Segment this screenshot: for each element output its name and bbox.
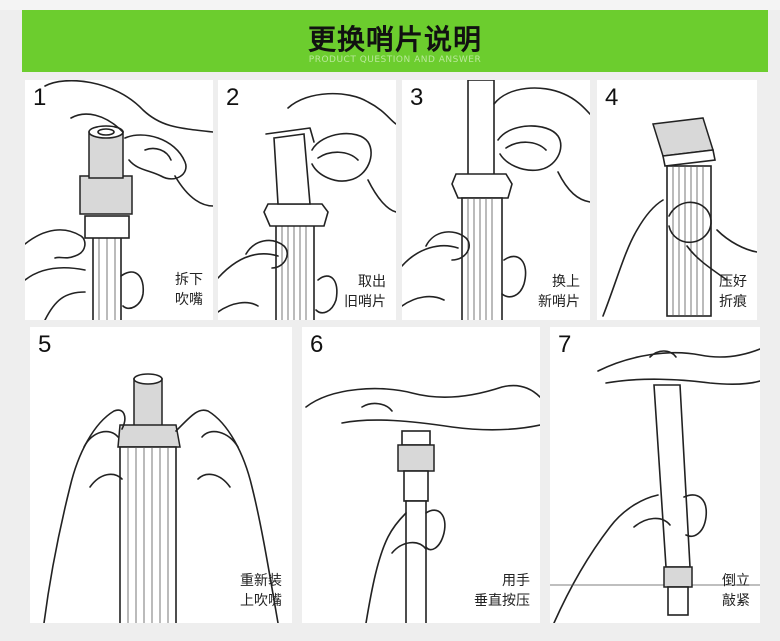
step-caption: 用手 垂直按压 [474, 573, 530, 609]
step-caption: 倒立 敲紧 [722, 573, 750, 609]
step-7-illustration [550, 348, 760, 623]
step-number: 2 [226, 84, 240, 111]
step-panel-2: 2 取出 旧哨片 [218, 80, 396, 320]
step-caption: 重新装 上吹嘴 [240, 573, 282, 609]
header-banner: 更换哨片说明 PRODUCT QUESTION AND ANSWER [22, 10, 768, 72]
step-panel-4: 4 压好 折痕 [597, 80, 757, 320]
step-panel-1: 1 拆下 吹嘴 [25, 80, 213, 320]
step-caption: 拆下 吹嘴 [175, 272, 203, 308]
step-number: 3 [410, 84, 424, 111]
step-3-illustration [402, 80, 590, 320]
step-1-illustration [25, 80, 213, 320]
step-number: 4 [605, 84, 619, 111]
step-5-illustration [43, 373, 279, 623]
step-number: 1 [33, 84, 47, 111]
step-number: 5 [38, 331, 52, 358]
page-subtitle: PRODUCT QUESTION AND ANSWER [308, 55, 482, 65]
step-4-illustration [602, 117, 757, 317]
step-number: 6 [310, 331, 324, 358]
step-2-illustration [218, 92, 396, 320]
step-panel-5: 5 重新装 上吹嘴 [30, 327, 292, 623]
step-caption: 取出 旧哨片 [344, 274, 386, 310]
step-6-illustration [305, 384, 540, 623]
step-panel-3: 3 换上 新哨片 [402, 80, 590, 320]
step-caption: 换上 新哨片 [538, 274, 580, 310]
page-title: 更换哨片说明 [307, 23, 482, 56]
top-strip [0, 0, 780, 10]
step-number: 7 [558, 331, 572, 358]
step-panel-6: 6 用手 垂直按压 [302, 327, 540, 623]
step-panel-7: 7 倒立 敲紧 [550, 327, 760, 623]
step-caption: 压好 折痕 [719, 274, 747, 310]
